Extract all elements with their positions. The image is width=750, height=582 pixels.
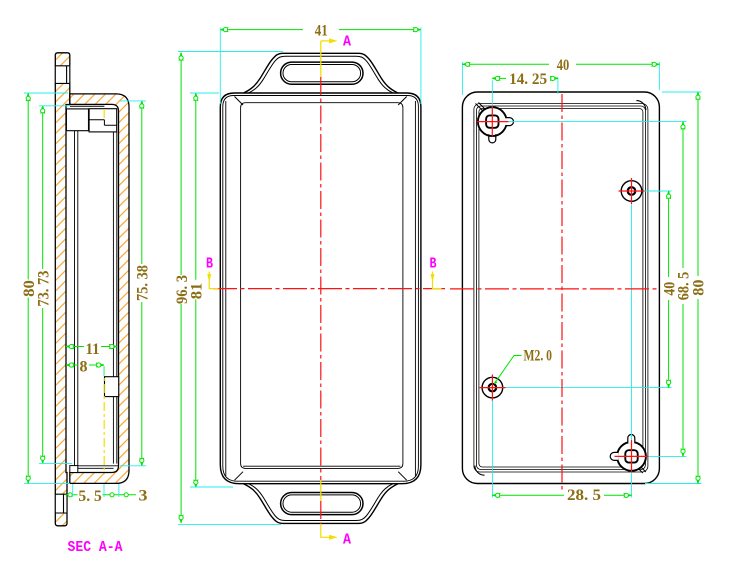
- svg-text:8: 8: [80, 359, 88, 376]
- svg-text:80: 80: [21, 280, 38, 297]
- svg-text:80: 80: [691, 280, 708, 296]
- svg-text:73. 73: 73. 73: [35, 271, 52, 307]
- svg-text:96. 3: 96. 3: [174, 275, 191, 304]
- svg-text:B: B: [206, 257, 213, 273]
- svg-text:5. 5: 5. 5: [78, 488, 101, 505]
- svg-text:3: 3: [139, 487, 148, 504]
- svg-text:75. 38: 75. 38: [135, 265, 152, 301]
- svg-text:B: B: [430, 257, 437, 273]
- svg-text:A: A: [343, 34, 351, 50]
- svg-text:40: 40: [661, 282, 678, 296]
- svg-text:SEC A-A: SEC A-A: [68, 540, 123, 556]
- svg-text:A: A: [343, 532, 351, 548]
- svg-text:M2. 0: M2. 0: [524, 348, 553, 365]
- svg-text:40: 40: [557, 57, 570, 74]
- svg-text:81: 81: [188, 283, 205, 300]
- svg-text:28. 5: 28. 5: [567, 487, 601, 504]
- svg-text:14. 25: 14. 25: [509, 71, 547, 88]
- svg-text:41: 41: [315, 23, 328, 40]
- svg-text:68. 5: 68. 5: [676, 272, 693, 301]
- svg-text:11: 11: [86, 341, 100, 358]
